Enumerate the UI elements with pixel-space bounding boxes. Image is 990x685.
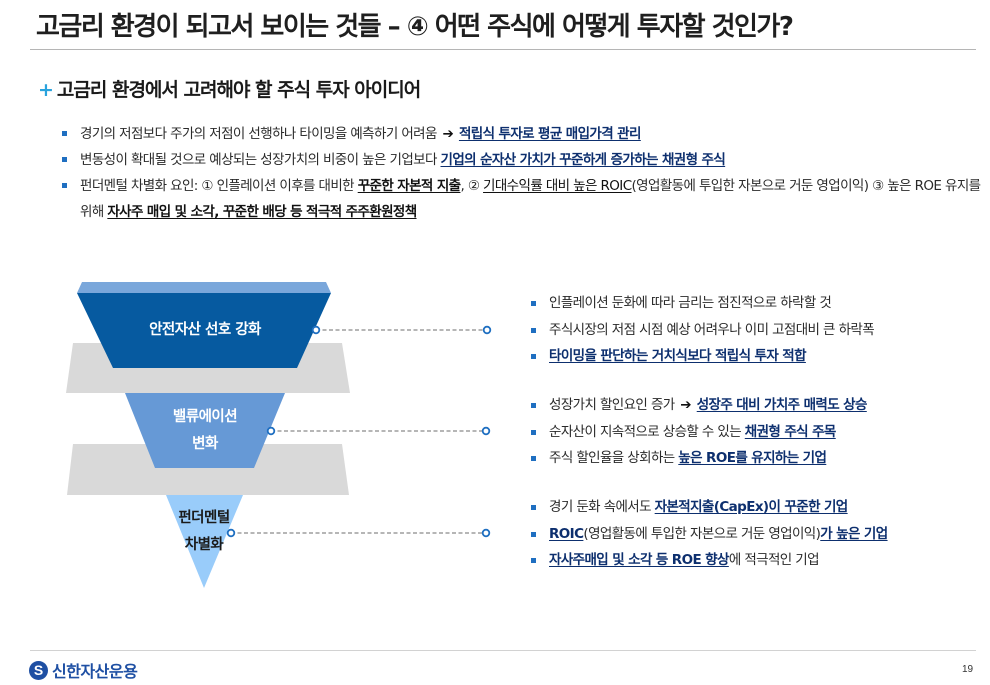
bullet-text: 순자산이 지속적으로 상승할 수 있는	[549, 423, 742, 440]
square-bullet-icon	[62, 157, 67, 162]
bullet-highlight: 타이밍을 판단하는 거치식보다 적립식 투자 적합	[549, 348, 807, 364]
connector-dot-icon	[482, 325, 492, 335]
square-bullet-icon	[531, 456, 536, 461]
connector-dot-icon	[481, 426, 491, 436]
bullet-item: 변동성이 확대될 것으로 예상되는 성장가치의 비중이 높은 기업보다 기업의 …	[62, 147, 987, 173]
company-logo: S 신한자산운용	[29, 658, 138, 682]
connector-dot-icon	[481, 528, 491, 538]
bullet-highlight: 기대수익률 대비 높은 ROIC	[483, 178, 632, 194]
footer-divider	[30, 650, 976, 651]
bullet-text: , ②	[460, 178, 484, 194]
arrow-right-icon: ➔	[680, 397, 692, 413]
bullet-text: 주식 할인율을 상회하는	[549, 450, 675, 466]
bullet-item: 성장가치 할인요인 증가 ➔ 성장주 대비 가치주 매력도 상승	[531, 392, 986, 419]
funnel-level2-label: 밸류에이션 변화	[130, 404, 280, 458]
bullet-highlight: 꾸준한 자본적 지출	[357, 178, 461, 194]
bullet-highlight: 기업의 순자산 가치가 꾸준하게 증가하는 채권형 주식	[440, 152, 726, 168]
company-name: 신한자산운용	[52, 662, 138, 681]
bullet-highlight: 자본적지출(CapEx)이 꾸준한 기업	[654, 499, 849, 515]
square-bullet-icon	[62, 183, 67, 188]
bullet-item: 인플레이션 둔화에 따라 금리는 점진적으로 하락할 것	[531, 290, 986, 317]
square-bullet-icon	[531, 301, 536, 306]
bullet-text: 경기 둔화 속에서도	[549, 499, 652, 515]
square-bullet-icon	[531, 429, 536, 435]
bullet-item: 자사주매입 및 소각 등 ROE 향상에 적극적인 기업	[531, 547, 986, 574]
bullet-highlight: 높은 ROE를 유지하는 기업	[678, 450, 827, 466]
bullet-highlight: 채권형 주식 주목	[744, 423, 837, 440]
bullet-text: 인플레이션 둔화에 따라 금리는 점진적으로 하락할 것	[549, 295, 832, 311]
idea-bullet-list: 경기의 저점보다 주가의 저점이 선행하나 타이밍을 예측하기 어려움 ➔ 적립…	[62, 121, 987, 225]
section-subtitle: +고금리 환경에서 고려해야 할 주식 투자 아이디어	[38, 75, 421, 102]
bullet-text: (영업활동에 투입한 자본으로 거둔 영업이익)	[583, 525, 821, 542]
title-divider	[30, 49, 976, 50]
square-bullet-icon	[62, 131, 67, 136]
right-group-3: 경기 둔화 속에서도 자본적지출(CapEx)이 꾸준한 기업 ROIC(영업활…	[531, 494, 986, 574]
square-bullet-icon	[531, 558, 536, 563]
funnel-level3-label: 펀더멘털 차별화	[150, 505, 258, 559]
bullet-highlight: 적립식 투자로 평균 매입가격 관리	[458, 126, 641, 142]
square-bullet-icon	[531, 403, 536, 408]
bullet-item: 경기 둔화 속에서도 자본적지출(CapEx)이 꾸준한 기업	[531, 494, 986, 521]
bullet-item: 경기의 저점보다 주가의 저점이 선행하나 타이밍을 예측하기 어려움 ➔ 적립…	[62, 121, 987, 147]
funnel-level1-label: 안전자산 선호 강화	[100, 317, 310, 344]
bullet-text: 경기의 저점보다 주가의 저점이 선행하나 타이밍을 예측하기 어려움	[80, 126, 437, 142]
funnel-level1-cap	[77, 282, 331, 293]
bullet-item: 펀더멘털 차별화 요인: ① 인플레이션 이후를 대비한 꾸준한 자본적 지출,…	[62, 173, 982, 225]
plus-icon: +	[38, 79, 54, 101]
bullet-text: (영업활동에 투입한 자본으로 거둔 영업이익) ③ 높은 ROE 유지를 위해	[80, 178, 981, 220]
square-bullet-icon	[531, 505, 536, 510]
funnel-band-1	[66, 343, 350, 393]
bullet-highlight: 자사주매입 및 소각 등 ROE 향상	[549, 552, 729, 568]
square-bullet-icon	[531, 531, 536, 537]
arrow-right-icon: ➔	[442, 126, 454, 142]
page-title: 고금리 환경이 되고서 보이는 것들 – ④ 어떤 주식에 어떻게 투자할 것인…	[36, 12, 794, 42]
bullet-text: 에 적극적인 기업	[728, 552, 820, 568]
bullet-highlight: 가 높은 기업	[820, 525, 888, 542]
bullet-text: 성장가치 할인요인 증가	[549, 397, 675, 413]
bullet-item: 타이밍을 판단하는 거치식보다 적립식 투자 적합	[531, 343, 986, 370]
bullet-highlight: 자사주 매입 및 소각, 꾸준한 배당 등 적극적 주주환원정책	[107, 204, 417, 220]
square-bullet-icon	[531, 354, 536, 359]
bullet-highlight: ROIC	[549, 525, 584, 542]
bullet-text: 변동성이 확대될 것으로 예상되는 성장가치의 비중이 높은 기업보다	[80, 152, 437, 168]
funnel-label-text: 변화	[192, 436, 218, 452]
bullet-highlight: 성장주 대비 가치주 매력도 상승	[696, 397, 868, 413]
square-bullet-icon	[531, 327, 536, 333]
connector-dot-icon	[311, 325, 321, 335]
funnel-label-text: 안전자산 선호 강화	[149, 322, 261, 338]
bullet-item: 순자산이 지속적으로 상승할 수 있는 채권형 주식 주목	[531, 419, 986, 446]
bullet-text: 주식시장의 저점 시점 예상 어려우나 이미 고점대비 큰 하락폭	[549, 321, 875, 338]
bullet-text: 펀더멘털 차별화 요인: ① 인플레이션 이후를 대비한	[80, 178, 355, 194]
bullet-item: ROIC(영업활동에 투입한 자본으로 거둔 영업이익)가 높은 기업	[531, 521, 986, 548]
bullet-item: 주식 할인율을 상회하는 높은 ROE를 유지하는 기업	[531, 445, 986, 472]
funnel-label-text: 차별화	[184, 537, 224, 553]
funnel-label-text: 펀더멘털	[178, 510, 230, 526]
bullet-item: 주식시장의 저점 시점 예상 어려우나 이미 고점대비 큰 하락폭	[531, 317, 986, 344]
page-number: 19	[962, 664, 974, 675]
shinhan-logo-icon: S	[29, 660, 48, 680]
section-subtitle-text: 고금리 환경에서 고려해야 할 주식 투자 아이디어	[56, 79, 421, 101]
right-group-1: 인플레이션 둔화에 따라 금리는 점진적으로 하락할 것 주식시장의 저점 시점…	[531, 290, 986, 370]
right-group-2: 성장가치 할인요인 증가 ➔ 성장주 대비 가치주 매력도 상승 순자산이 지속…	[531, 392, 986, 472]
funnel-label-text: 밸류에이션	[172, 409, 238, 425]
